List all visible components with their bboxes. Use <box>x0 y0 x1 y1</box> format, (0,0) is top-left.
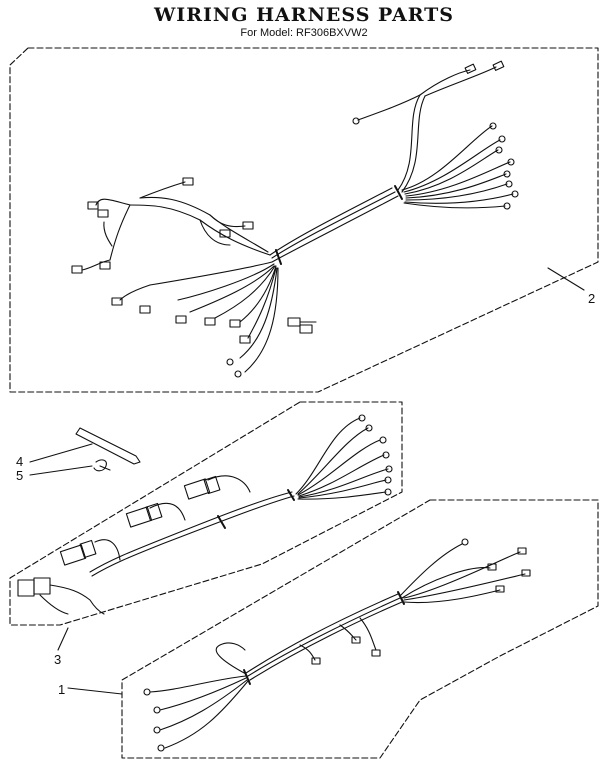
leader-1 <box>67 687 123 695</box>
panel-3-outline <box>9 401 403 626</box>
leader-4 <box>29 443 93 463</box>
callout-3: 3 <box>54 652 61 667</box>
harness-panel-1 <box>121 499 599 759</box>
harness-panel-3 <box>9 401 403 626</box>
part-4-tie <box>75 427 141 465</box>
leader-3 <box>57 627 69 651</box>
leader-2 <box>547 267 585 291</box>
leader-5 <box>29 465 93 476</box>
callout-5: 5 <box>16 468 23 483</box>
loose-parts <box>29 427 141 695</box>
model-subtitle: For Model: RF306BXVW2 <box>240 27 368 39</box>
callout-4: 4 <box>16 454 23 469</box>
page-title: WIRING HARNESS PARTS <box>153 4 455 26</box>
callout-1: 1 <box>58 682 65 697</box>
panel-1-outline <box>121 499 599 759</box>
panel-2-outline <box>9 47 599 393</box>
harness-panel-2 <box>9 47 599 393</box>
callout-2: 2 <box>588 291 595 306</box>
part-5-clip <box>93 459 111 472</box>
